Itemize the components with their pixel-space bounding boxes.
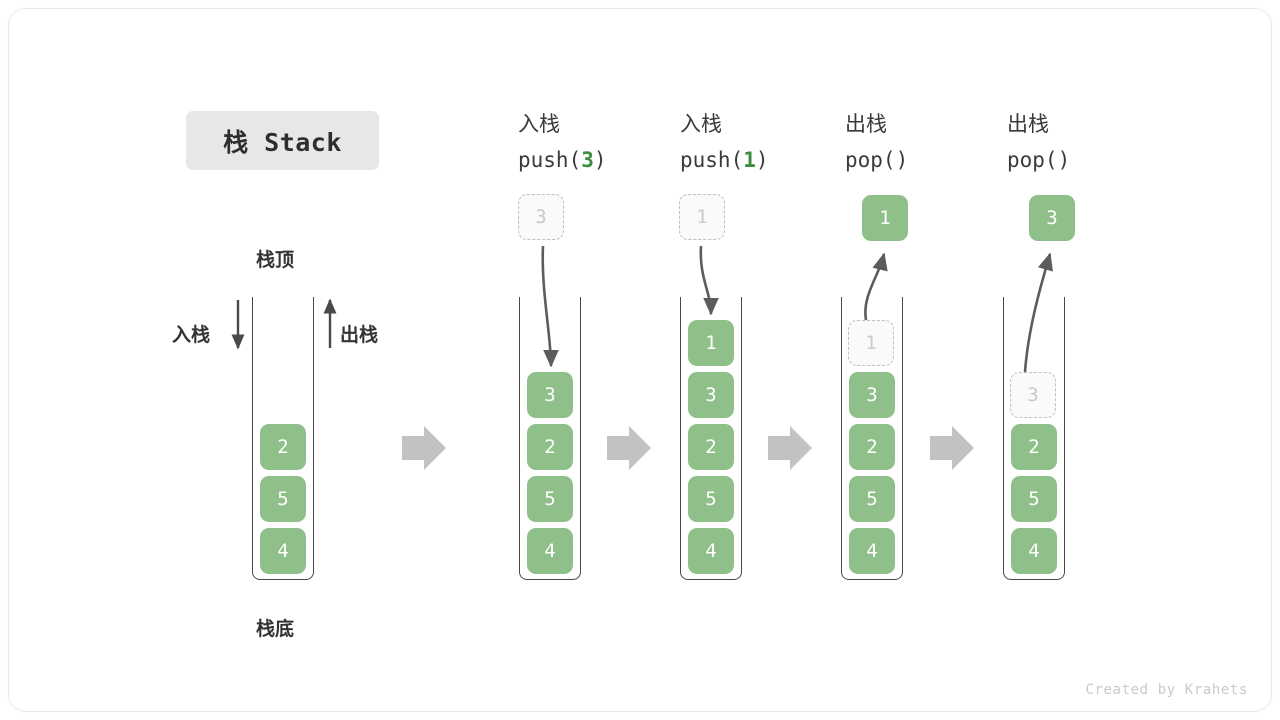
caption-pop-3-suffix: ): [1057, 148, 1071, 172]
caption-pop-3: 出栈 pop(): [1007, 106, 1070, 178]
pop-direction-label: 出栈: [340, 324, 379, 346]
caption-push-3-suffix: ): [593, 148, 607, 172]
stack-cell: 2: [527, 424, 573, 470]
caption-push-1-cn: 入栈: [680, 112, 722, 136]
stack-top-label: 栈顶: [256, 249, 295, 271]
stack-cell: 2: [260, 424, 306, 470]
stack-cell: 3: [849, 372, 895, 418]
floating-ghost-cell: 3: [518, 194, 564, 240]
stack-cell: 4: [527, 528, 573, 574]
popped-cell: 1: [862, 195, 908, 241]
stack-cell: 4: [688, 528, 734, 574]
caption-pop-1-prefix: pop(: [845, 148, 896, 172]
caption-push-1-prefix: push(: [680, 148, 744, 172]
caption-pop-1-cn: 出栈: [845, 112, 887, 136]
caption-pop-3-prefix: pop(: [1007, 148, 1058, 172]
stack-cell: 5: [260, 476, 306, 522]
stack-cell: 5: [688, 476, 734, 522]
caption-push-3-code: push(3): [518, 142, 607, 178]
stack-cell: 4: [849, 528, 895, 574]
caption-pop-1-code: pop(): [845, 142, 908, 178]
stack-cell: 4: [1011, 528, 1057, 574]
stack-container-pop-1: [841, 297, 903, 580]
stack-cell: 3: [688, 372, 734, 418]
stack-cell: 2: [849, 424, 895, 470]
stack-cell: 2: [688, 424, 734, 470]
caption-push-1: 入栈 push(1): [680, 106, 769, 178]
stack-container-pop-3: [1003, 297, 1065, 580]
caption-push-3-arg: 3: [581, 148, 594, 172]
stack-cell: 4: [260, 528, 306, 574]
caption-pop-3-cn: 出栈: [1007, 112, 1049, 136]
stack-ghost-cell: 1: [848, 320, 894, 366]
caption-pop-1: 出栈 pop(): [845, 106, 908, 178]
caption-push-3-prefix: push(: [518, 148, 582, 172]
stack-container-push-3: [519, 297, 581, 580]
title-badge: 栈 Stack: [186, 111, 379, 170]
stack-cell: 5: [849, 476, 895, 522]
stack-bottom-label: 栈底: [256, 618, 295, 640]
caption-push-1-suffix: ): [755, 148, 769, 172]
stack-cell: 5: [1011, 476, 1057, 522]
caption-pop-3-code: pop(): [1007, 142, 1070, 178]
popped-cell: 3: [1029, 195, 1075, 241]
floating-ghost-cell: 1: [679, 194, 725, 240]
stack-cell: 2: [1011, 424, 1057, 470]
stack-ghost-cell: 3: [1010, 372, 1056, 418]
caption-pop-1-suffix: ): [895, 148, 909, 172]
stack-cell: 1: [688, 320, 734, 366]
caption-push-1-arg: 1: [743, 148, 756, 172]
caption-push-3-cn: 入栈: [518, 112, 560, 136]
caption-push-3: 入栈 push(3): [518, 106, 607, 178]
stack-container-push-1: [680, 297, 742, 580]
stack-cell: 5: [527, 476, 573, 522]
push-direction-label: 入栈: [172, 324, 211, 346]
caption-push-1-code: push(1): [680, 142, 769, 178]
stack-container-initial: [252, 297, 314, 580]
title-badge-label: 栈 Stack: [223, 127, 342, 157]
stack-cell: 3: [527, 372, 573, 418]
credit-text: Created by Krahets: [1085, 682, 1248, 698]
